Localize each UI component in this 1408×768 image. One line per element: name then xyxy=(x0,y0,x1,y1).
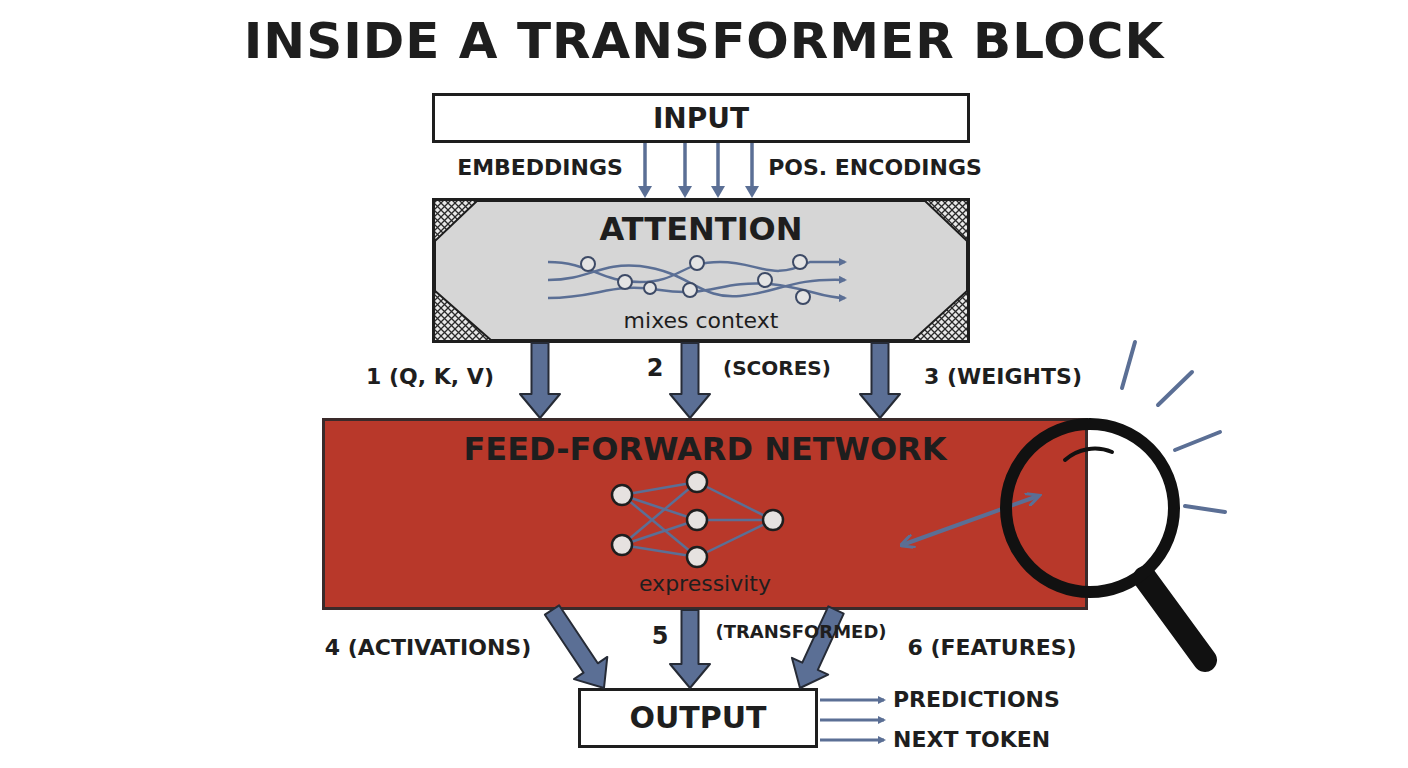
text-label: NEXT TOKEN xyxy=(893,727,1050,753)
node-heading: ATTENTION xyxy=(436,210,966,248)
attention-box: ATTENTION mixes context xyxy=(432,198,970,343)
edge-label: 3 (WEIGHTS) xyxy=(924,364,1082,390)
magnifier-rays xyxy=(1122,342,1225,512)
flow-arrow xyxy=(670,343,710,418)
text-label: (SCORES) xyxy=(723,356,831,380)
edge-label: 6 (FEATURES) xyxy=(907,635,1076,661)
flow-arrow xyxy=(638,143,652,198)
node-caption: mixes context xyxy=(436,308,966,334)
edge-label: 1 (Q, K, V) xyxy=(366,364,494,390)
edge-label: 4 (ACTIVATIONS) xyxy=(325,635,531,661)
node-heading: INPUT xyxy=(435,102,967,136)
node-heading: FEED-FORWARD NETWORK xyxy=(325,430,1085,468)
flow-arrow xyxy=(792,606,844,688)
edge-label: 5 xyxy=(652,622,669,651)
flow-arrow xyxy=(745,143,759,198)
diagram-title: INSIDE A TRANSFORMER BLOCK xyxy=(0,12,1408,70)
flow-arrow xyxy=(545,605,607,688)
flow-arrow xyxy=(711,143,725,198)
input-box: INPUT xyxy=(432,93,970,143)
text-label: POS. ENCODINGS xyxy=(768,155,982,181)
text-label: (TRANSFORMED) xyxy=(715,621,886,643)
text-label: EMBEDDINGS xyxy=(457,155,623,181)
output-arrows xyxy=(820,700,884,740)
flow-arrow xyxy=(670,610,710,688)
edge-label: 2 xyxy=(647,354,664,383)
flow-arrow xyxy=(860,343,900,418)
node-heading: OUTPUT xyxy=(581,700,815,736)
flow-arrow xyxy=(520,343,560,418)
flow-arrow xyxy=(678,143,692,198)
text-label: PREDICTIONS xyxy=(893,687,1060,713)
node-caption: expressivity xyxy=(325,571,1085,597)
output-box: OUTPUT xyxy=(578,688,818,748)
